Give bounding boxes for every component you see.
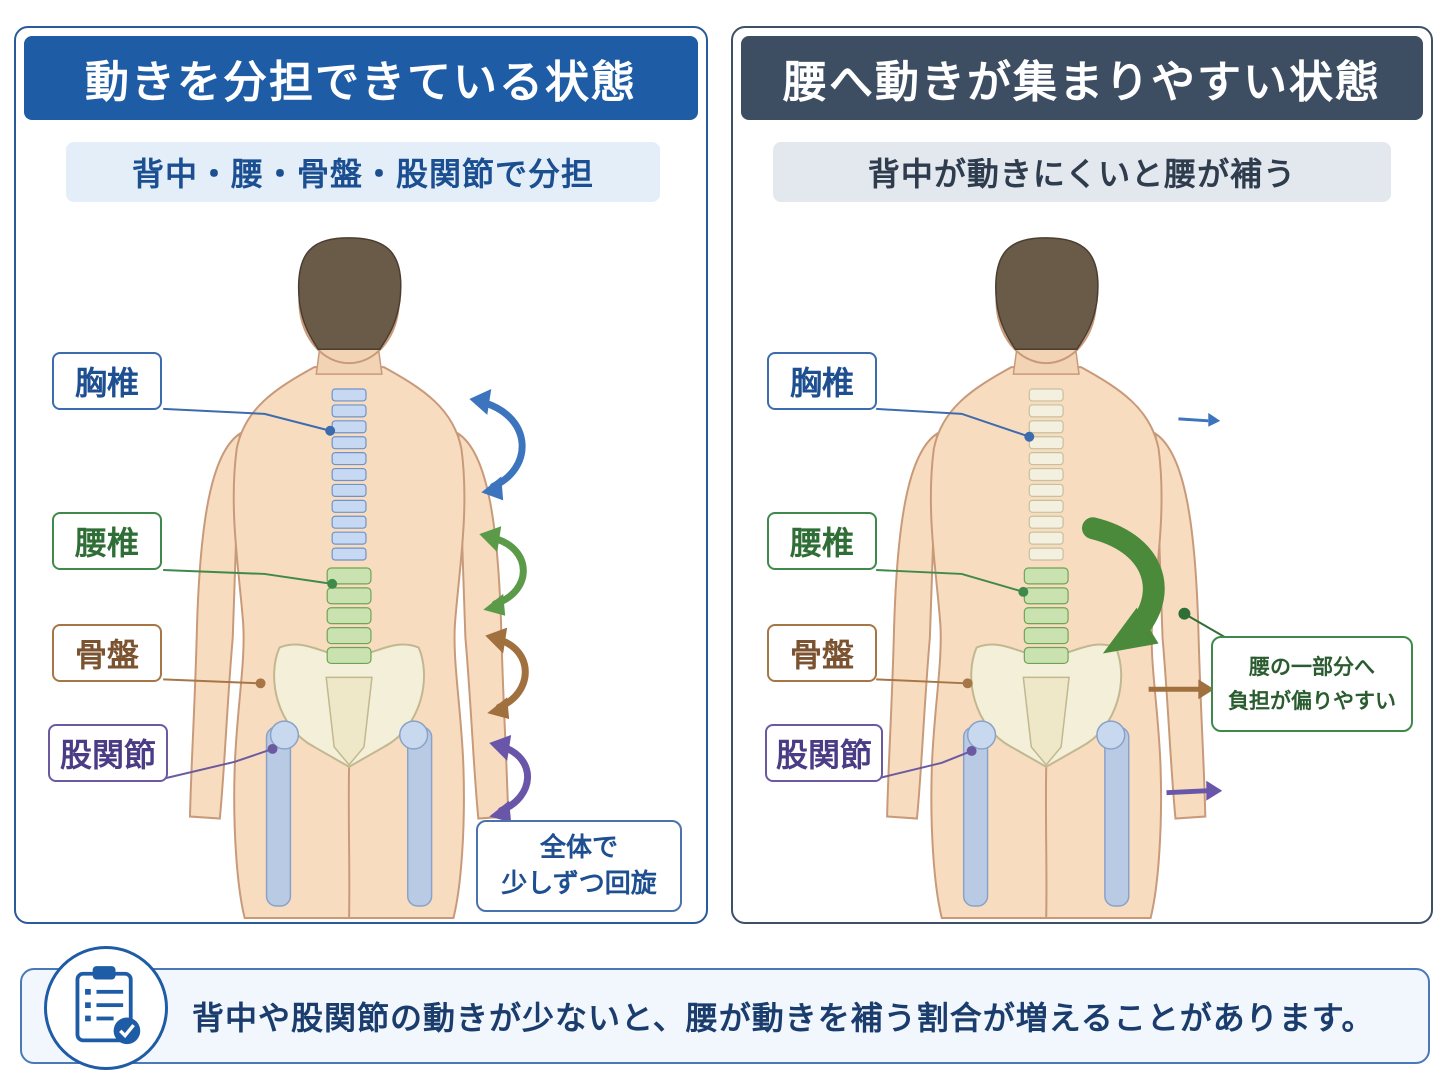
note-box: 全体で 少しずつ回旋: [476, 820, 682, 912]
lumbar-spine: [1024, 568, 1068, 663]
label-hip: 股関節: [765, 724, 883, 782]
panel-subtitle: 背中が動きにくいと腰が補う: [773, 142, 1391, 202]
note-line-2: 負担が偏りやすい: [1228, 684, 1396, 718]
note-line-1: 全体で: [540, 830, 618, 866]
panel-subtitle: 背中・腰・骨盤・股関節で分担: [66, 142, 660, 202]
thoracic-spine: [332, 389, 366, 560]
summary-text: 背中や股関節の動きが少ないと、腰が動きを補う割合が増えることがあります。: [192, 970, 1408, 1062]
label-pelvis: 骨盤: [767, 624, 877, 682]
panel-lumbar-overload: 腰へ動きが集まりやすい状態 背中が動きにくいと腰が補う: [731, 26, 1433, 924]
summary-banner: 背中や股関節の動きが少ないと、腰が動きを補う割合が増えることがあります。: [20, 968, 1430, 1064]
note-box: 腰の一部分へ 負担が偏りやすい: [1211, 636, 1413, 732]
thoracic-spine: [1029, 389, 1063, 560]
panel-good-distribution: 動きを分担できている状態 背中・腰・骨盤・股関節で分担: [14, 26, 708, 924]
panel-title: 動きを分担できている状態: [24, 36, 698, 120]
label-hip: 股関節: [48, 724, 168, 782]
note-line-2: 少しずつ回旋: [501, 866, 656, 902]
panel-title: 腰へ動きが集まりやすい状態: [741, 36, 1423, 120]
small-arrow-thoracic: [1178, 413, 1220, 427]
label-thoracic: 胸椎: [767, 352, 877, 410]
note-line-1: 腰の一部分へ: [1249, 650, 1375, 684]
label-lumbar: 腰椎: [52, 512, 162, 570]
label-lumbar: 腰椎: [767, 512, 877, 570]
label-pelvis: 骨盤: [52, 624, 162, 682]
label-thoracic: 胸椎: [52, 352, 162, 410]
clipboard-check-icon: [44, 946, 168, 1070]
